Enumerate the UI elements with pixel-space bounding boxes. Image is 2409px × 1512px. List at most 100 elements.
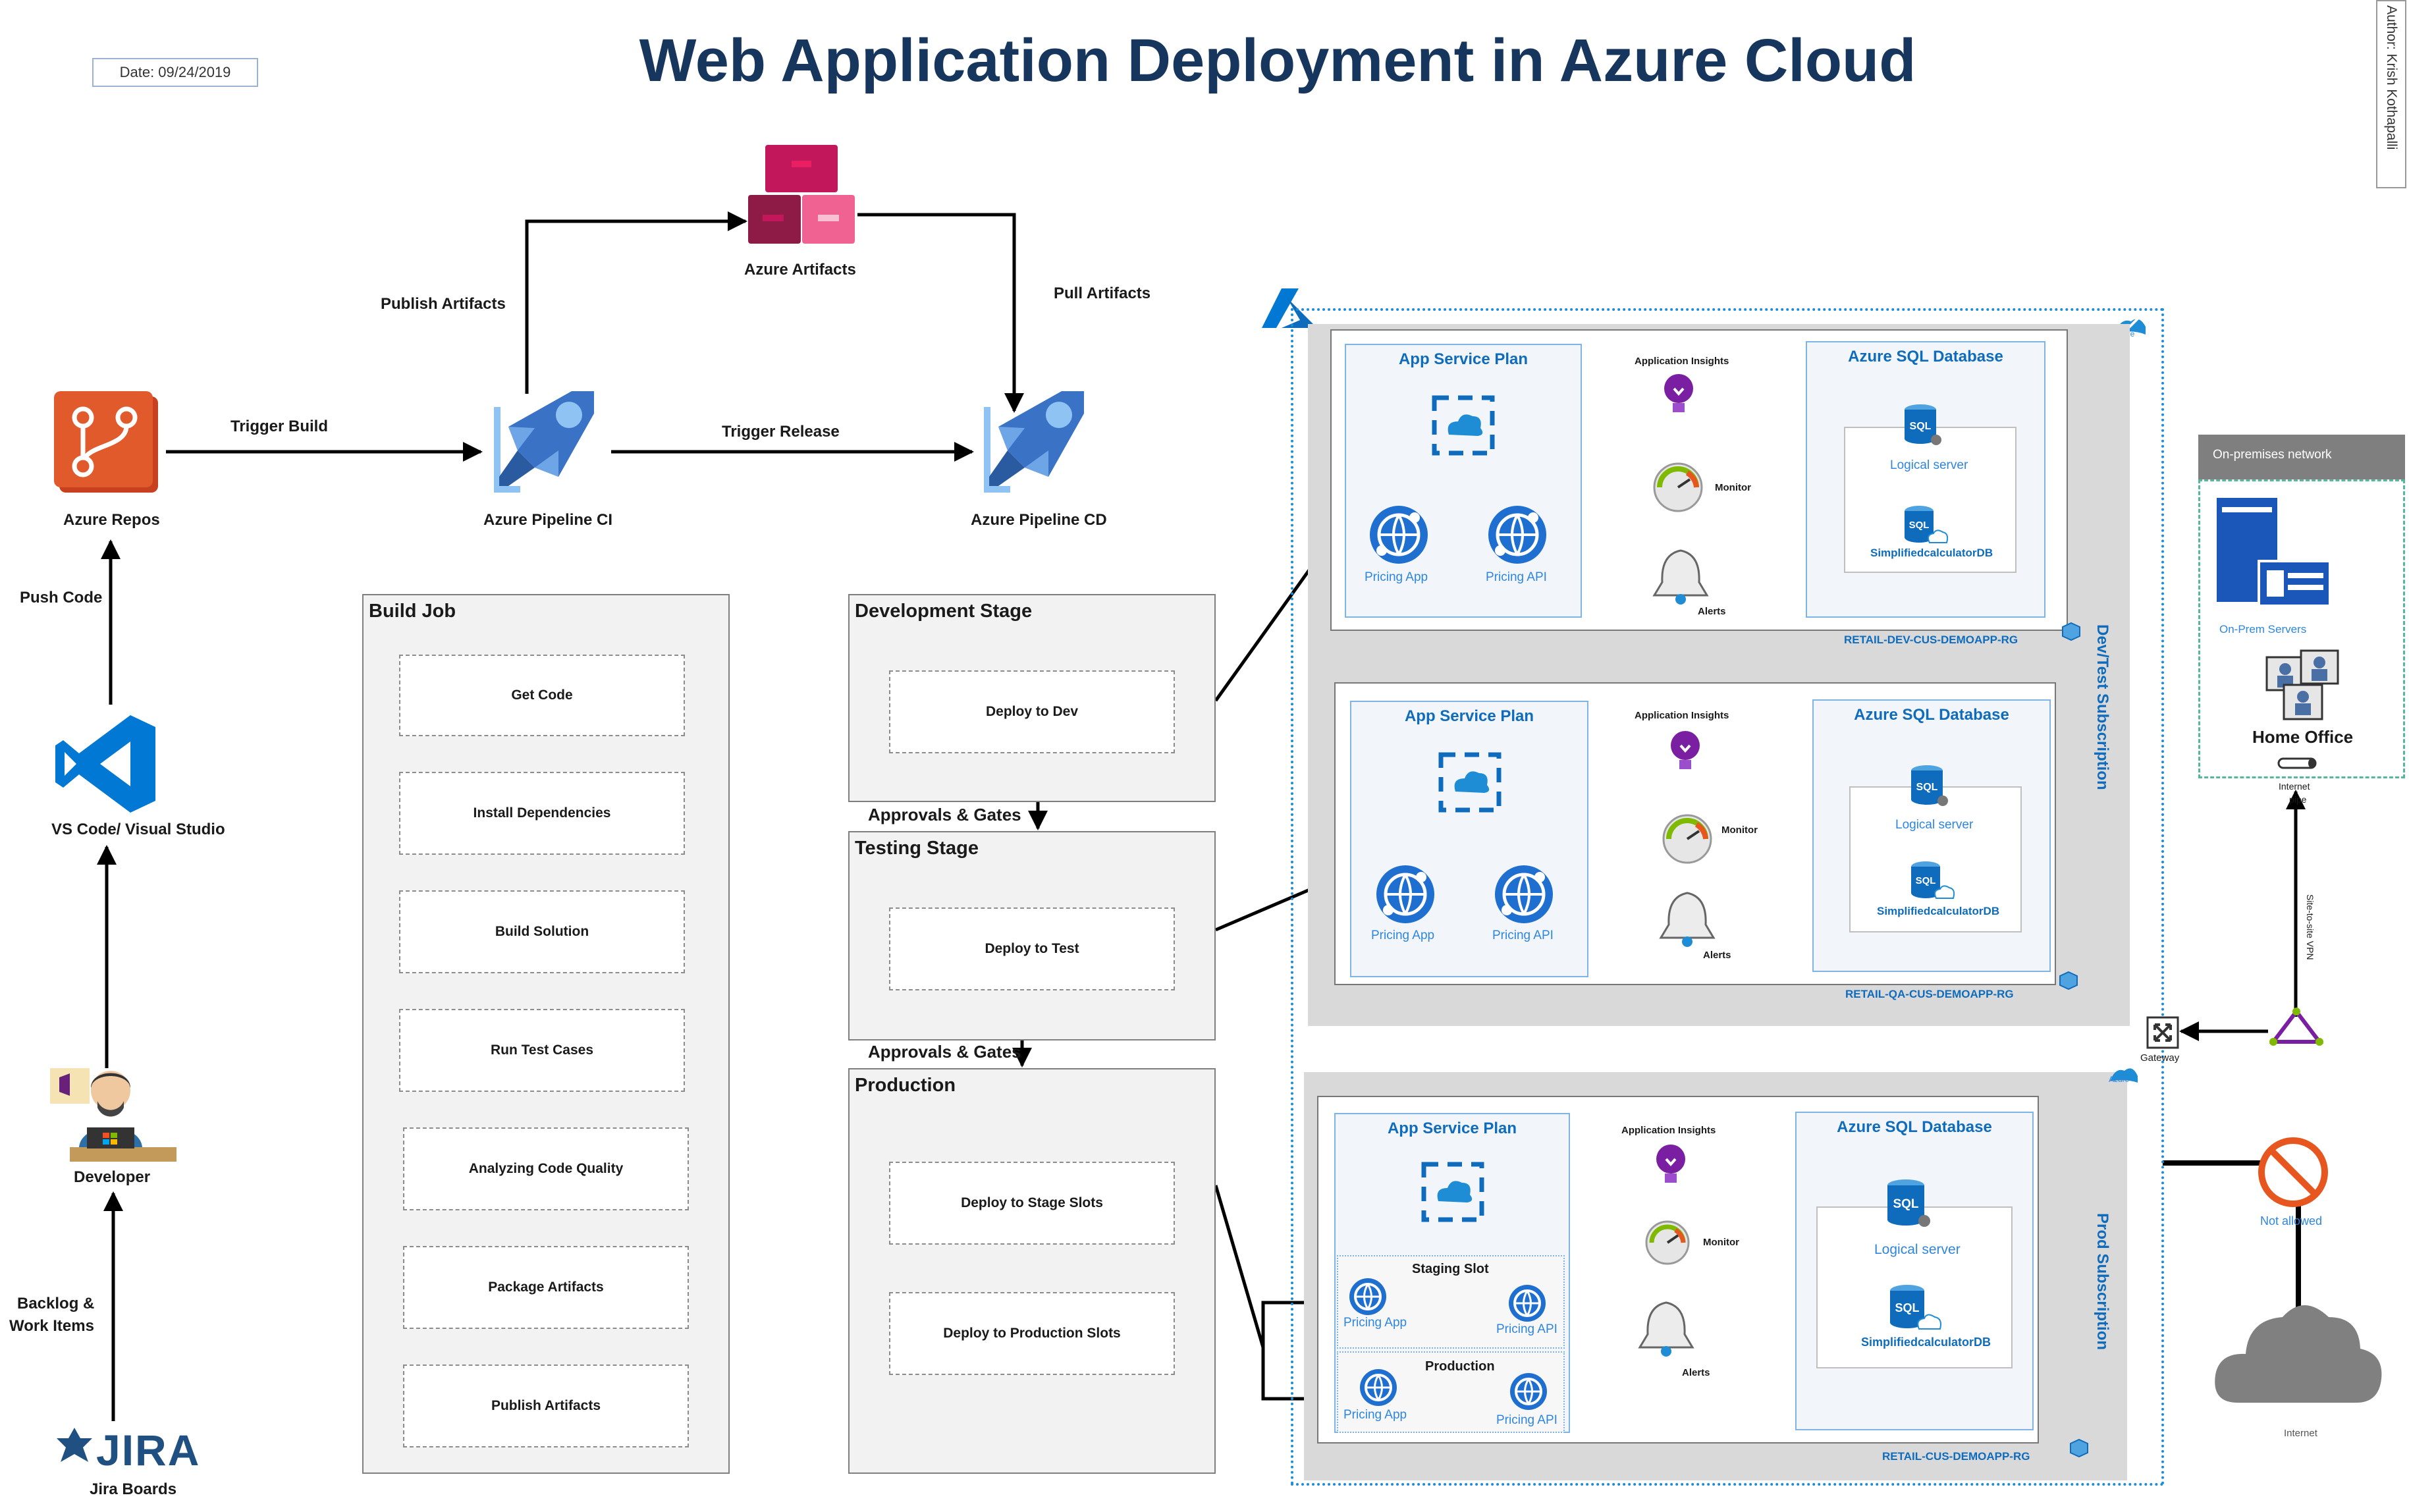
- dev-app-insights-label: Application Insights: [1635, 356, 1729, 367]
- jira-logo-text: JIRA: [96, 1426, 201, 1474]
- vscode-label: VS Code/ Visual Studio: [51, 821, 225, 838]
- dev-monitor-label: Monitor: [1715, 482, 1751, 493]
- internet-pipe-label-line1: Internet: [2279, 781, 2310, 792]
- backlog-label-line1: Backlog &: [17, 1295, 95, 1312]
- dev-alerts-icon: [1652, 549, 1709, 605]
- qa-monitor-label: Monitor: [1721, 824, 1758, 836]
- dev-sql-inner-box: [1844, 427, 2017, 573]
- onprem-boundary: [2198, 479, 2405, 778]
- jira-boards-label: Jira Boards: [90, 1480, 177, 1498]
- prod-subscription-badge-icon: [2110, 1068, 2138, 1083]
- onprem-header-label: On-premises network: [2213, 448, 2332, 462]
- prod-staging-pricing-api-label: Pricing API: [1496, 1322, 1557, 1336]
- pipeline-cd-icon: [984, 391, 1084, 493]
- prod-pricing-app-label: Pricing App: [1343, 1408, 1407, 1422]
- prod-monitor-label: Monitor: [1703, 1237, 1739, 1248]
- azure-subscriptions-boundary: [1291, 308, 2164, 1486]
- qa-sql-inner-box: [1849, 786, 2022, 932]
- prod-alerts-icon: [1638, 1301, 1694, 1357]
- rg-dev-cube-icon: [2062, 622, 2080, 641]
- prod-azure-badge-text: Azure: [2109, 1075, 2130, 1084]
- dev-sql-server-glyph: SQL: [1910, 421, 1932, 432]
- author-box: Author: Krish Kothapalli: [2376, 0, 2406, 188]
- vscode-icon: [55, 715, 155, 813]
- rg-qa-cube-icon: [2059, 971, 2078, 990]
- qa-pricing-app-label: Pricing App: [1371, 929, 1435, 942]
- push-code-label: Push Code: [20, 589, 103, 607]
- testing-stage-title: Testing Stage: [855, 838, 979, 859]
- dev-logical-server-label: Logical server: [1890, 458, 1968, 472]
- prod-subscription-label: Prod Subscription: [2094, 1213, 2111, 1351]
- prod-db-name-label: SimplifiedcalculatorDB: [1861, 1336, 1991, 1349]
- dev-pricing-app-label: Pricing App: [1365, 570, 1428, 584]
- date-box: Date: 09/24/2019: [92, 58, 258, 87]
- approvals-gates-label-1: Approvals & Gates: [868, 805, 1021, 824]
- pull-artifacts-label: Pull Artifacts: [1054, 284, 1151, 302]
- build-step-run-test-cases: Run Test Cases: [399, 1009, 685, 1092]
- azure-repos-icon: [54, 391, 158, 493]
- prod-sql-server-icon: SQL: [1887, 1179, 1930, 1227]
- arrow-deploy-stage-slot: [1214, 1185, 1339, 1348]
- prod-app-service-plan-icon: [1421, 1162, 1484, 1222]
- azure-artifacts-icon: [748, 145, 855, 244]
- trigger-build-label: Trigger Build: [230, 418, 329, 435]
- qa-app-insights-icon: [1671, 731, 1700, 769]
- qa-app-insights-label: Application Insights: [1635, 710, 1729, 721]
- deploy-to-stage-slots-step: Deploy to Stage Slots: [889, 1162, 1175, 1245]
- rg-qa-name: RETAIL-QA-CUS-DEMOAPP-RG: [1845, 988, 2014, 1000]
- qa-sql-database-title: Azure SQL Database: [1854, 706, 2009, 724]
- jira-icon: [57, 1428, 92, 1462]
- internet-pipe-label-line2: pipe: [2289, 794, 2307, 805]
- prod-app-insights-icon: [1656, 1145, 1685, 1183]
- dev-pricing-api-icon: [1488, 506, 1546, 564]
- qa-sql-db-glyph: SQL: [1916, 875, 1936, 886]
- rg-dev-name: RETAIL-DEV-CUS-DEMOAPP-RG: [1844, 634, 2018, 646]
- build-step-build-solution: Build Solution: [399, 890, 685, 973]
- devtest-subscription-label: Dev/Test Subscription: [2094, 624, 2111, 790]
- prod-sql-db-icon: SQL: [1890, 1285, 1941, 1330]
- production-slot-label: Production: [1425, 1359, 1495, 1374]
- deploy-to-production-slots-step: Deploy to Production Slots: [889, 1292, 1175, 1375]
- qa-monitor-icon: [1662, 814, 1712, 864]
- production-stage-panel: Production: [848, 1068, 1216, 1474]
- dev-app-service-plan: App Service Plan: [1345, 344, 1582, 618]
- qa-pricing-api-label: Pricing API: [1492, 929, 1554, 942]
- prod-app-service-plan-title: App Service Plan: [1387, 1120, 1517, 1137]
- build-step-install-dependencies: Install Dependencies: [399, 772, 685, 855]
- dev-monitor-icon: [1653, 462, 1703, 512]
- qa-alerts-icon: [1659, 892, 1716, 947]
- dev-app-service-plan-icon: [1432, 395, 1495, 456]
- rg-prod-name: RETAIL-CUS-DEMOAPP-RG: [1882, 1450, 2030, 1463]
- page-title: Web Application Deployment in Azure Clou…: [639, 27, 1916, 94]
- pipeline-ci-label: Azure Pipeline CI: [483, 511, 613, 529]
- qa-pricing-app-icon: [1376, 865, 1434, 923]
- dev-sql-database-title: Azure SQL Database: [1848, 348, 2003, 365]
- prod-app-insights-label: Application Insights: [1621, 1125, 1716, 1136]
- onprem-header: On-premises network: [2198, 435, 2405, 479]
- qa-app-service-plan-icon: [1438, 752, 1502, 813]
- azure-logo-icon: [1262, 288, 1317, 328]
- prod-pricing-api-label: Pricing API: [1496, 1413, 1557, 1427]
- build-step-code-quality: Analyzing Code Quality: [403, 1127, 689, 1210]
- publish-artifacts-label: Publish Artifacts: [381, 295, 506, 313]
- dev-alerts-label: Alerts: [1698, 606, 1726, 617]
- gateway-label: Gateway: [2140, 1052, 2180, 1064]
- not-allowed-icon: [2258, 1137, 2328, 1207]
- prod-sql-db-glyph: SQL: [1895, 1301, 1919, 1314]
- azure-repos-label: Azure Repos: [63, 511, 160, 529]
- staging-slot-label: Staging Slot: [1412, 1262, 1489, 1276]
- backlog-label-line2: Work Items: [9, 1317, 94, 1335]
- dev-sql-db-icon: SQL: [1905, 506, 1949, 543]
- dev-app-insights-icon: [1664, 374, 1693, 412]
- dev-pricing-app-icon: [1370, 506, 1428, 564]
- build-step-package-artifacts: Package Artifacts: [403, 1246, 689, 1329]
- qa-sql-db-icon: SQL: [1911, 861, 1955, 899]
- rg-prod-cube-icon: [2070, 1438, 2088, 1458]
- dev-sql-db-glyph: SQL: [1909, 520, 1930, 531]
- build-step-get-code: Get Code: [399, 655, 685, 736]
- vpn-icon: [2269, 1008, 2323, 1046]
- deploy-to-dev-step: Deploy to Dev: [889, 670, 1175, 753]
- prod-logical-server-label: Logical server: [1874, 1242, 1961, 1257]
- gateway-icon: [2146, 1016, 2179, 1049]
